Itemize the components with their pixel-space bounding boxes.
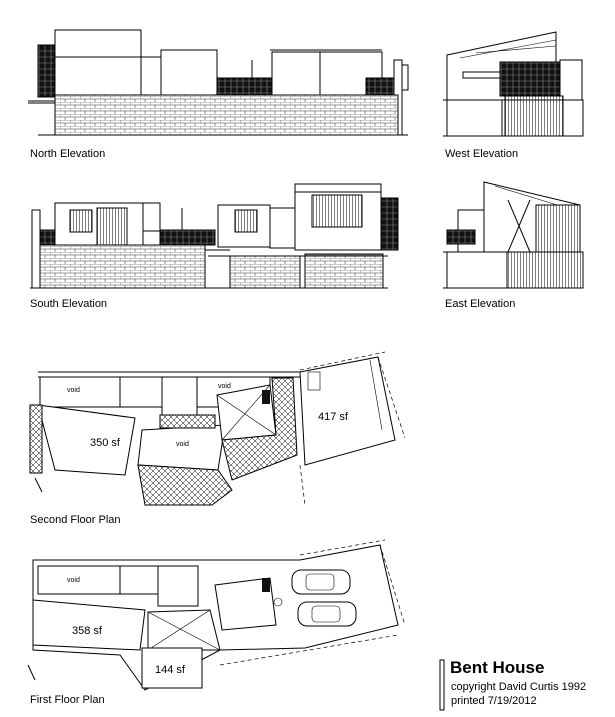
car-icon — [297, 601, 357, 627]
north-elevation: North Elevation — [28, 29, 409, 160]
printed-date-text: printed 7/19/2012 — [451, 695, 537, 707]
first-floor-area-label: 358 sf — [72, 625, 103, 637]
second-floor-plan-label: Second Floor Plan — [30, 514, 121, 526]
second-floor-void-label: void — [176, 441, 189, 448]
south-elevation: South Elevation — [30, 183, 399, 310]
first-floor-plan: void 358 sf 144 sf First Floor Plan — [27, 539, 406, 706]
second-floor-void-label: void — [218, 383, 231, 390]
second-floor-void-label: void — [67, 387, 80, 394]
east-elevation: East Elevation — [443, 181, 584, 310]
title-block: Bent House copyright David Curtis 1992 p… — [439, 658, 586, 711]
car-icon — [291, 569, 351, 595]
second-floor-area-label: 350 sf — [90, 437, 121, 449]
first-floor-void-label: void — [67, 577, 80, 584]
north-elevation-label: North Elevation — [30, 148, 105, 160]
copyright-text: copyright David Curtis 1992 — [451, 681, 586, 693]
west-elevation: West Elevation — [443, 31, 584, 160]
south-elevation-label: South Elevation — [30, 298, 107, 310]
east-elevation-label: East Elevation — [445, 298, 515, 310]
second-floor-plan: void void void 350 sf 417 sf Second Floo… — [29, 351, 406, 526]
first-floor-plan-label: First Floor Plan — [30, 694, 105, 706]
second-floor-area-label: 417 sf — [318, 411, 349, 423]
first-floor-area-label: 144 sf — [155, 664, 186, 676]
drawing-title: Bent House — [450, 658, 544, 677]
west-elevation-label: West Elevation — [445, 148, 518, 160]
